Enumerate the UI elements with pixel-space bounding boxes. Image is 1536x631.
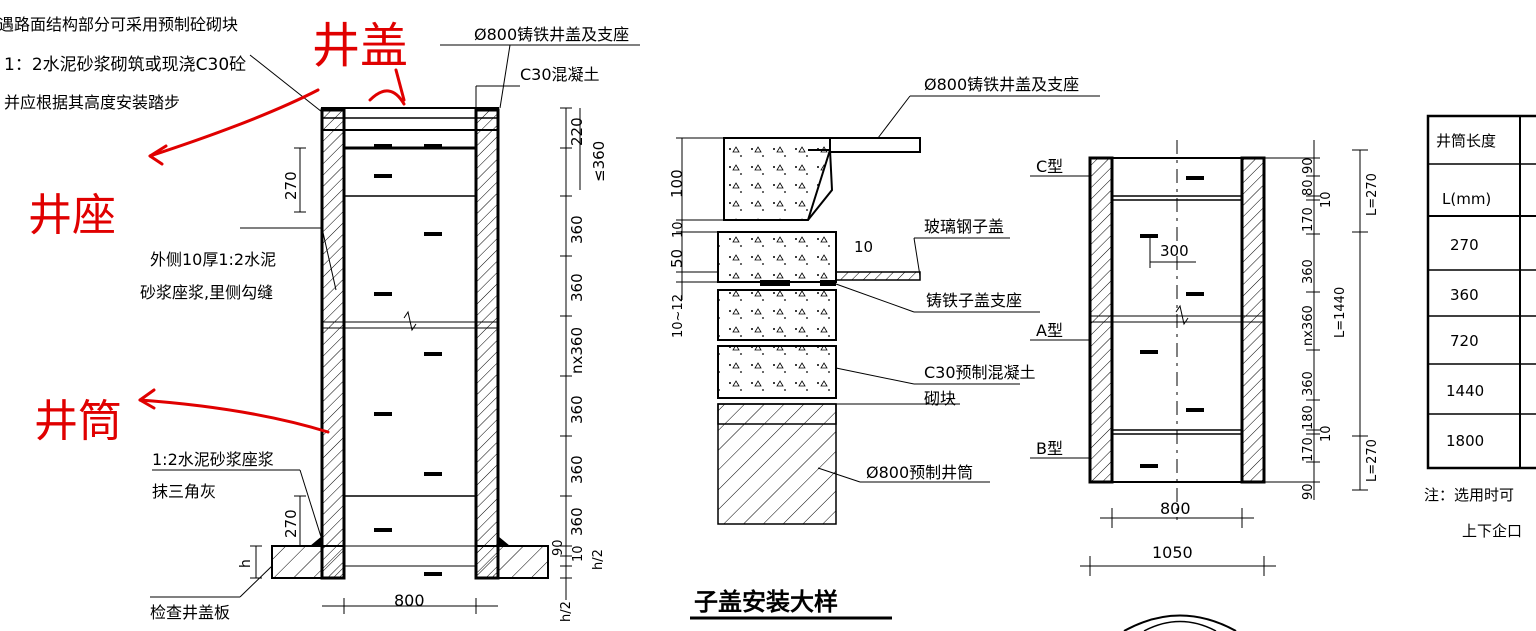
label-cover-seat-1: Ø800铸铁井盖及支座 <box>474 25 629 44</box>
dim-t170: 170 <box>1301 207 1316 232</box>
label-type-c: C型 <box>1036 157 1063 176</box>
label-c30-concrete: C30混凝土 <box>520 65 600 84</box>
label-mortar-1: 1:2水泥砂浆座浆 <box>152 450 274 469</box>
dim-270b: 270 <box>282 509 300 538</box>
dim-L1440: L=1440 <box>1333 287 1348 338</box>
detail-title: 子盖安装大样 <box>694 588 838 616</box>
dim-L270-top: L=270 <box>1365 173 1380 216</box>
handwritten-well-shaft: 井筒 <box>34 396 122 447</box>
left-note-line3: 并应根据其高度安装踏步 <box>4 93 180 112</box>
dim-tnx: nx360 <box>1301 305 1316 346</box>
dim-t80: 80 <box>1301 179 1316 196</box>
handwritten-annotations <box>138 68 406 434</box>
table-row-5: 1800 <box>1446 432 1484 450</box>
dim-10-sub: 10 <box>854 238 873 256</box>
handwritten-well-cover: 井盖 <box>312 18 408 74</box>
table-row-3: 720 <box>1450 332 1479 350</box>
dim-h2a: h/2 <box>591 549 606 570</box>
dim-s1: 360 <box>568 215 586 244</box>
dim-90: 90 <box>551 539 566 556</box>
table-row-2: 360 <box>1450 286 1479 304</box>
dim-t360b: 360 <box>1301 371 1316 396</box>
dim-10-detail: 10 <box>671 221 686 238</box>
dim-s2: 360 <box>568 273 586 302</box>
left-note-line2: 1：2水泥砂浆砌筑或现浇C30砼 <box>4 55 246 75</box>
dim-220: 220 <box>568 117 586 146</box>
dim-h: h <box>238 559 254 568</box>
label-cover-seat-2: Ø800铸铁井盖及支座 <box>924 75 1079 94</box>
dim-10-12: 10~12 <box>671 294 686 338</box>
dim-b170: 170 <box>1301 437 1316 462</box>
dim-300: 300 <box>1160 242 1189 260</box>
dim-1050: 1050 <box>1152 543 1193 562</box>
well-section <box>150 44 640 614</box>
dim-t10: 10 <box>1319 191 1334 208</box>
label-frp-cover: 玻璃钢子盖 <box>924 217 1004 236</box>
dim-t360a: 360 <box>1301 259 1316 284</box>
label-outer-mortar-1: 外侧10厚1:2水泥 <box>150 250 276 269</box>
table-row-4: 1440 <box>1446 382 1484 400</box>
dim-L270-bot: L=270 <box>1365 439 1380 482</box>
label-mortar-2: 抹三角灰 <box>152 482 216 501</box>
dim-10: 10 <box>571 545 586 562</box>
dim-800-left: 800 <box>394 591 425 610</box>
dim-s4: 360 <box>568 395 586 424</box>
label-outer-mortar-2: 砂浆座浆,里侧勾缝 <box>140 283 273 302</box>
dim-s5: 360 <box>568 455 586 484</box>
note-line-2: 上下企口 <box>1462 522 1522 540</box>
note-line-1: 注：选用时可 <box>1424 486 1514 504</box>
dim-270a: 270 <box>282 171 300 200</box>
dim-b90: 90 <box>1301 483 1316 500</box>
dim-800-right: 800 <box>1160 499 1191 518</box>
label-type-b: B型 <box>1036 439 1063 458</box>
dim-h2b: h/2 <box>559 601 574 622</box>
dim-s3: nx360 <box>568 327 586 374</box>
dim-b10: 10 <box>1319 425 1334 442</box>
label-type-a: A型 <box>1036 321 1063 340</box>
cover-detail <box>676 95 1100 620</box>
dim-le360: ≤360 <box>590 141 608 182</box>
table-header: 井筒长度 <box>1436 132 1496 150</box>
label-iron-seat: 铸铁子盖支座 <box>926 291 1022 310</box>
shaft-types <box>1030 140 1368 631</box>
dim-50: 50 <box>668 249 686 268</box>
label-base-plate: 检查井盖板 <box>150 603 230 622</box>
table-row-1: 270 <box>1450 236 1479 254</box>
table-unit: L(mm) <box>1442 190 1491 208</box>
left-note-line1: 遇路面结构部分可采用预制砼砌块 <box>0 15 238 34</box>
label-c30-precast: C30预制混凝土 <box>924 363 1036 382</box>
dim-b180: 180 <box>1301 405 1316 430</box>
dim-100: 100 <box>668 169 686 198</box>
label-precast-shaft: Ø800预制井筒 <box>866 463 973 482</box>
shaft-length-table <box>1426 114 1536 470</box>
dim-s6: 360 <box>568 507 586 536</box>
dim-t90: 90 <box>1301 157 1316 174</box>
handwritten-well-seat: 井座 <box>28 190 116 241</box>
label-block: 砌块 <box>924 389 956 408</box>
